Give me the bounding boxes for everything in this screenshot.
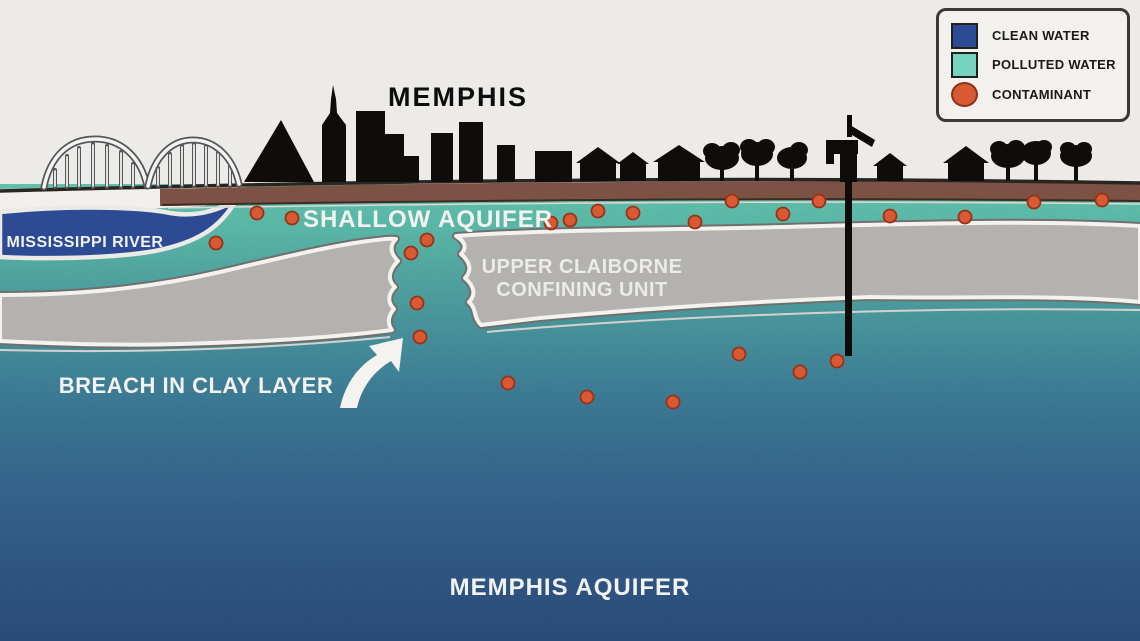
- contaminant-dot: [957, 209, 973, 225]
- river-label: MISSISSIPPI RIVER: [7, 234, 164, 251]
- shallow-aquifer-label: SHALLOW AQUIFER: [303, 206, 553, 233]
- legend-label: CLEAN WATER: [992, 28, 1090, 44]
- legend-item-polluted-water: POLLUTED WATER: [951, 50, 1116, 79]
- contaminant-dot: [1094, 192, 1110, 208]
- trees: [703, 139, 1092, 181]
- pump-handle: [847, 125, 875, 147]
- contaminant-dot: [665, 394, 681, 410]
- memphis-aquifer-label: MEMPHIS AQUIFER: [450, 574, 691, 601]
- city-label: MEMPHIS: [388, 82, 528, 112]
- contaminant-dot: [543, 215, 559, 231]
- contaminant-dot: [590, 203, 606, 219]
- seam-line-right: [486, 308, 1140, 333]
- contaminant-dot: [403, 245, 419, 261]
- contaminant-dot: [724, 193, 740, 209]
- contaminant-dot: [625, 205, 641, 221]
- legend: CLEAN WATER POLLUTED WATER CONTAMINANT: [936, 8, 1130, 122]
- contaminant-dot: [687, 214, 703, 230]
- houses: [576, 145, 989, 181]
- contaminant-dot: [562, 212, 578, 228]
- contaminant-dot: [284, 210, 300, 226]
- contaminant-dot: [249, 205, 265, 221]
- bridge: [40, 135, 243, 191]
- polluted-water-swatch-icon: [951, 51, 978, 78]
- contaminant-dot: [775, 206, 791, 222]
- legend-label: POLLUTED WATER: [992, 57, 1116, 73]
- confining-unit-label-line2: CONFINING UNIT: [496, 279, 667, 301]
- contaminant-dot: [829, 353, 845, 369]
- well: [826, 115, 875, 356]
- contaminant-dots: [208, 192, 1110, 410]
- contaminant-swatch-icon: [951, 81, 978, 107]
- legend-item-clean-water: CLEAN WATER: [951, 21, 1115, 50]
- soil-band: [160, 181, 1140, 209]
- contaminant-dot: [208, 235, 224, 251]
- confining-unit-left-lobe: [0, 234, 402, 349]
- contaminant-dot: [811, 193, 827, 209]
- seam-line-left: [0, 336, 391, 353]
- contaminant-dot: [579, 389, 595, 405]
- legend-label: CONTAMINANT: [992, 86, 1092, 102]
- contaminant-dot: [731, 346, 747, 362]
- legend-item-contaminant: CONTAMINANT: [951, 80, 1115, 109]
- contaminant-dot: [412, 329, 428, 345]
- contaminant-dot: [419, 232, 435, 248]
- breach-arrow: [340, 338, 403, 408]
- contaminant-dot: [792, 364, 808, 380]
- contaminant-dot: [882, 208, 898, 224]
- contaminant-dot: [409, 295, 425, 311]
- clean-water-swatch-icon: [951, 22, 978, 49]
- confining-unit-label-line1: UPPER CLAIBORNE: [482, 256, 683, 278]
- well-pipe: [845, 180, 852, 356]
- breach-label: BREACH IN CLAY LAYER: [59, 373, 333, 398]
- diagram-labels: MEMPHIS MISSISSIPPI RIVER SHALLOW AQUIFE…: [7, 82, 691, 601]
- contaminant-dot: [1026, 194, 1042, 210]
- confining-unit-right-lobe: [452, 218, 1140, 329]
- city-skyline: [244, 85, 572, 182]
- contaminant-dot: [500, 375, 516, 391]
